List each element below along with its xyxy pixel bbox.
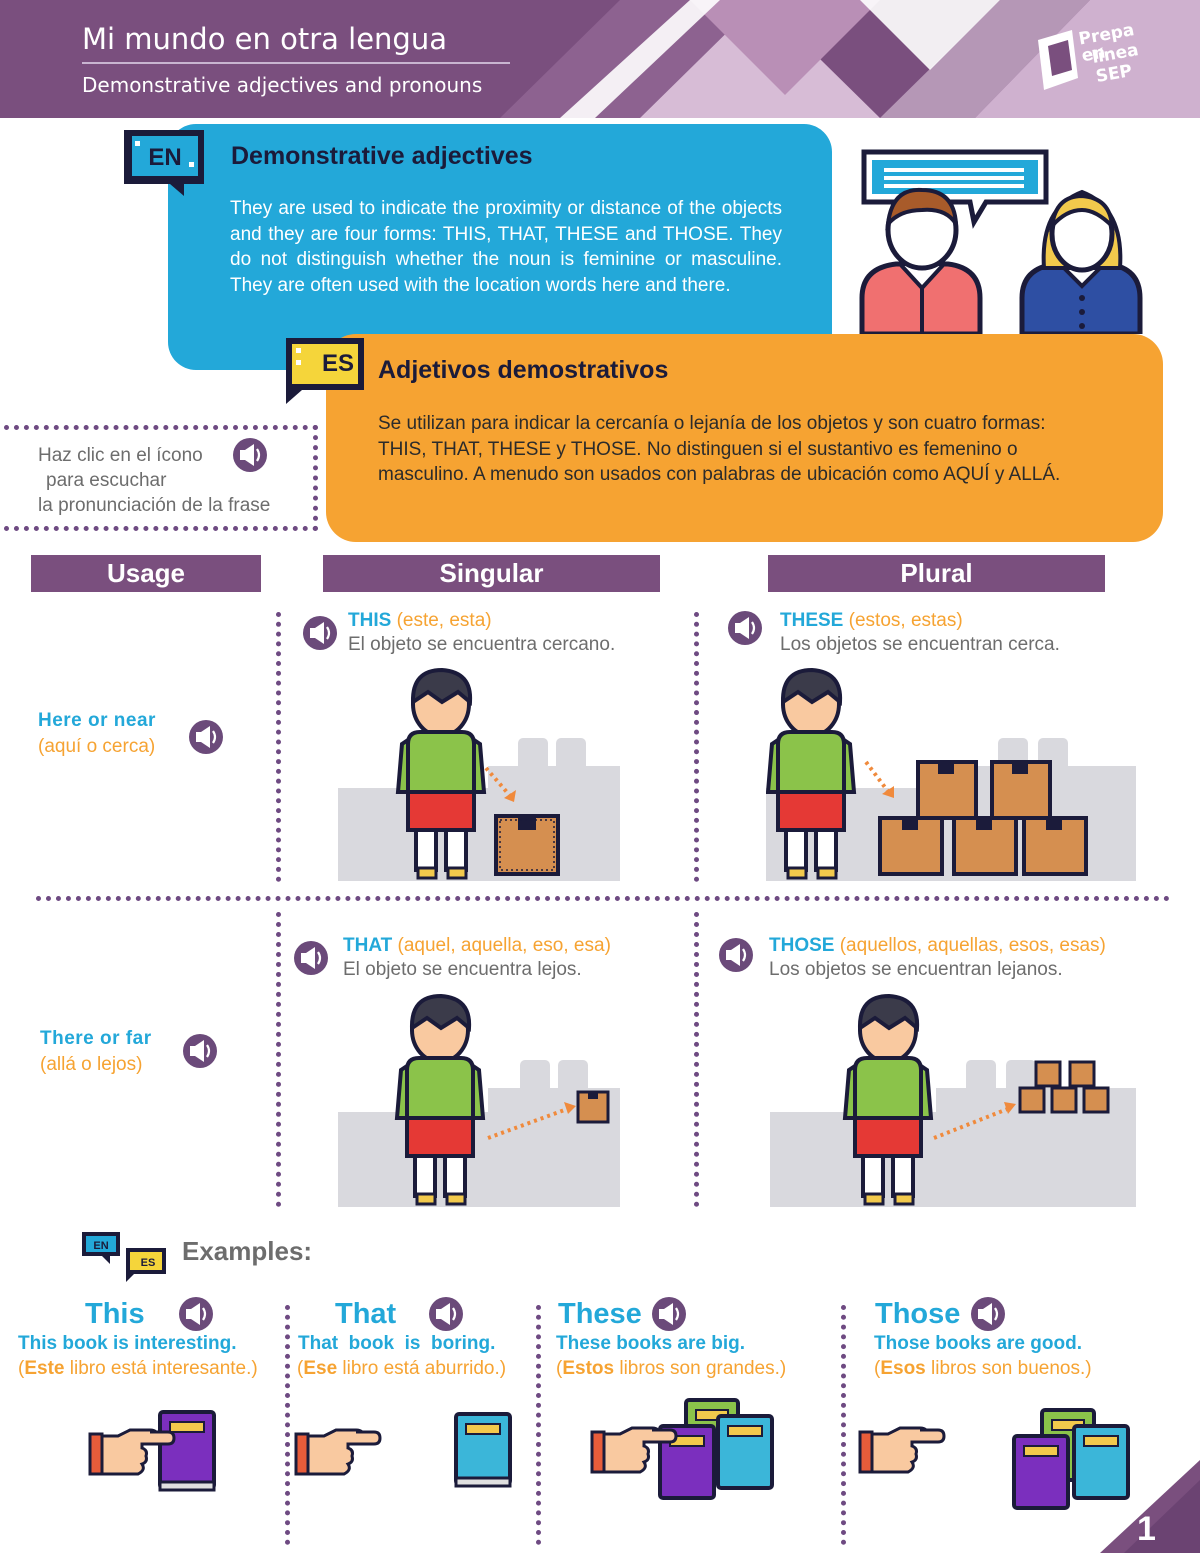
en-speech-bubble-icon: EN <box>124 130 204 196</box>
es-tag: ES <box>282 334 368 411</box>
boy-far-one-box-illustration <box>338 993 620 1207</box>
speaker-icon[interactable] <box>970 1296 1006 1332</box>
divider-vertical <box>536 1305 541 1545</box>
es-panel <box>326 334 1163 542</box>
example-these-translation: (Estos libros son grandes.) <box>556 1358 787 1379</box>
divider-vertical <box>694 912 699 1207</box>
those-translation: (aquellos, aquellas, esos, esas) <box>839 935 1106 956</box>
two-people-illustration <box>859 149 1143 334</box>
example-that-word: That <box>335 1298 397 1330</box>
column-header-singular: Singular <box>323 555 660 592</box>
page-header: Mi mundo en otra lengua Demonstrative ad… <box>0 0 1200 118</box>
these-keyword: THESE <box>780 610 844 631</box>
column-header-plural: Plural <box>768 555 1105 592</box>
this-translation: (este, esta) <box>396 610 492 631</box>
usage-near-label: Here or near <box>38 710 156 731</box>
speech-bubbles-icon: EN ES <box>82 1232 166 1282</box>
title-rule <box>82 62 510 64</box>
logo-shape <box>1038 30 1078 90</box>
en-heading: Demonstrative adjectives <box>231 142 533 170</box>
speaker-icon[interactable] <box>182 1033 218 1069</box>
speaker-icon[interactable] <box>178 1296 214 1332</box>
these-translation: (estos, estas) <box>848 610 963 631</box>
instruction-note: Haz clic en el ícono para escuchar la pr… <box>38 443 270 518</box>
usage-near-translation: (aquí o cerca) <box>38 736 156 757</box>
note-line-1: Haz clic en el ícono <box>38 445 203 466</box>
speaker-icon[interactable] <box>188 719 224 755</box>
usage-far-label: There or far <box>40 1028 152 1049</box>
divider-horizontal <box>36 896 1170 901</box>
hand-pointing-near-books-icon <box>590 1398 774 1500</box>
example-those-sentence: Those books are good. <box>874 1333 1082 1354</box>
en-description: They are used to indicate the proximity … <box>230 198 782 296</box>
en-tag: EN <box>118 124 210 201</box>
page-title: Mi mundo en otra lengua <box>82 22 447 56</box>
boy-near-many-boxes-illustration <box>766 667 1136 881</box>
speaker-icon[interactable] <box>651 1296 687 1332</box>
these-title: THESE (estos, estas) <box>780 608 963 633</box>
example-that-translation: (Ese libro está aburrido.) <box>297 1358 507 1379</box>
example-these-sentence: These books are big. <box>556 1333 745 1354</box>
en-panel <box>168 124 832 370</box>
speaker-icon[interactable] <box>293 940 329 976</box>
note-line-3: la pronunciación de la frase <box>38 495 271 516</box>
usage-far-translation: (allá o lejos) <box>40 1054 143 1075</box>
speaker-icon[interactable] <box>718 937 754 973</box>
this-keyword: THIS <box>348 610 392 631</box>
prepa-en-linea-logo: Prepa en línea SEP <box>1034 18 1144 98</box>
header-background <box>0 0 1200 118</box>
page-subtitle: Demonstrative adjectives and pronouns <box>82 73 483 97</box>
that-description: El objeto se encuentra lejos. <box>343 959 582 980</box>
divider-vertical <box>276 612 281 882</box>
example-this-word: This <box>85 1298 145 1330</box>
divider-vertical <box>285 1305 290 1545</box>
that-translation: (aquel, aquella, eso, esa) <box>397 935 611 956</box>
hand-pointing-far-books-icon <box>858 1408 1130 1510</box>
speaker-icon[interactable] <box>428 1296 464 1332</box>
svg-text:ES: ES <box>141 1257 156 1269</box>
speaker-icon[interactable] <box>232 437 268 473</box>
boy-near-one-box-illustration <box>338 667 620 881</box>
svg-text:ES: ES <box>322 350 354 377</box>
example-that-sentence: That book is boring. <box>298 1333 496 1354</box>
page-number: 1 <box>1137 1510 1156 1548</box>
this-title: THIS (este, esta) <box>348 608 492 633</box>
example-those-word: Those <box>875 1298 961 1330</box>
page-corner <box>1100 1460 1200 1553</box>
example-those-translation: (Esos libros son buenos.) <box>874 1358 1092 1379</box>
example-this-translation: (Este libro está interesante.) <box>18 1358 258 1379</box>
divider-vertical <box>276 912 281 1207</box>
speaker-icon[interactable] <box>727 610 763 646</box>
those-description: Los objetos se encuentran lejanos. <box>769 959 1063 980</box>
column-header-usage: Usage <box>31 555 261 592</box>
that-title: THAT (aquel, aquella, eso, esa) <box>343 933 611 958</box>
svg-text:EN: EN <box>93 1240 108 1252</box>
divider-vertical <box>841 1305 846 1545</box>
this-description: El objeto se encuentra cercano. <box>348 634 616 655</box>
speaker-icon[interactable] <box>302 615 338 651</box>
boy-far-many-boxes-illustration <box>770 993 1136 1207</box>
es-speech-bubble-icon: ES <box>286 338 364 404</box>
these-description: Los objetos se encuentran cerca. <box>780 634 1060 655</box>
those-keyword: THOSE <box>769 935 835 956</box>
hand-pointing-one-book-icon <box>88 1410 216 1492</box>
example-these-word: These <box>558 1298 642 1330</box>
those-title: THOSE (aquellos, aquellas, esos, esas) <box>769 933 1106 958</box>
svg-text:EN: EN <box>148 144 181 171</box>
divider-vertical <box>694 612 699 882</box>
es-description: Se utilizan para indicar la cercanía o l… <box>378 413 1061 485</box>
example-this-sentence: This book is interesting. <box>18 1333 237 1354</box>
examples-title: Examples: <box>182 1236 313 1266</box>
note-line-2: para escuchar <box>46 470 167 491</box>
instruction-note-box <box>4 425 318 531</box>
that-keyword: THAT <box>343 935 393 956</box>
es-heading: Adjetivos demostrativos <box>378 356 669 384</box>
hand-pointing-far-book-icon <box>294 1412 512 1488</box>
examples-bilingual-icon: EN ES <box>80 1230 170 1289</box>
